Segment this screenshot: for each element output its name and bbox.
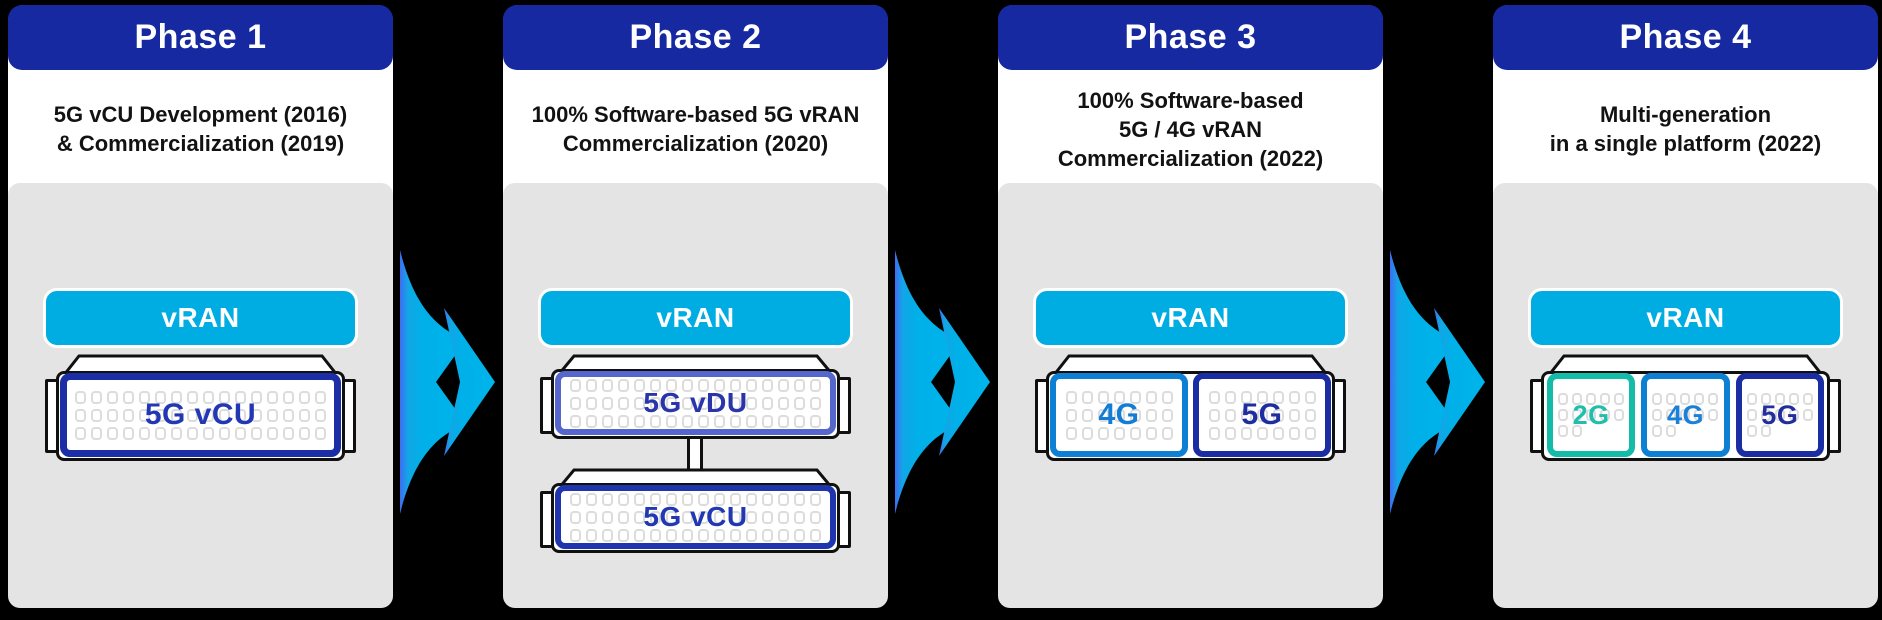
vran-label: vRAN [656,302,735,333]
server-module-5g: 5G [1735,373,1824,457]
module-label: 4G [1666,399,1704,430]
server-chassis-vdu: 5G vDU [533,353,858,445]
vent-pattern [1056,379,1182,451]
vent-pattern [1742,379,1818,451]
phase-title: Phase 3 [1124,18,1257,56]
phase-4-card: Phase 4 Multi-generation in a single pla… [1493,5,1878,608]
description-line: Multi-generation [1599,102,1772,127]
vran-label: vRAN [161,302,240,333]
vran-badge: vRAN [1528,288,1843,348]
phase-4-description: Multi-generation in a single platform (2… [1493,70,1878,188]
flow-arrow-icon [895,250,990,514]
server-module: 5G vCU [60,373,341,457]
vran-label: vRAN [1646,302,1725,333]
phase-4-header: Phase 4 [1493,5,1878,70]
server-module-4g: 4G [1050,373,1188,457]
module-label: 4G [1098,398,1140,431]
phase-1-header: Phase 1 [8,5,393,70]
server-chassis: 5G vCU [38,353,363,465]
server-chassis-vcu: 5G vCU [533,467,858,559]
server-module: 5G vCU [555,485,836,549]
module-label: 5G [1241,398,1283,431]
vent-pattern [1199,379,1325,451]
vent-pattern [67,380,334,450]
server-module: 5G vDU [555,371,836,435]
phase-2-description: 100% Software-based 5G vRAN Commercializ… [503,70,888,188]
phase-title: Phase 2 [629,18,762,56]
vran-badge: vRAN [1033,288,1348,348]
phase-3-description: 100% Software-based 5G / 4G vRAN Commerc… [998,70,1383,188]
flow-arrow-icon [1390,250,1485,514]
module-label: 5G vCU [643,501,748,532]
vent-pattern [561,491,830,543]
phase-3-card: Phase 3 100% Software-based 5G / 4G vRAN… [998,5,1383,608]
server-module-5g: 5G [1193,373,1331,457]
server-chassis: 4G 5G [1028,353,1353,465]
phase-1-card: Phase 1 5G vCU Development (2016) & Comm… [8,5,393,608]
vent-pattern [1647,379,1723,451]
description-line: 5G / 4G vRAN [1118,116,1263,142]
phase-2-header: Phase 2 [503,5,888,70]
module-label: 5G [1761,399,1799,430]
vent-pattern [1553,379,1629,451]
description-line: 5G vCU Development (2016) [53,102,348,127]
description-line: & Commercialization (2019) [56,131,345,156]
description-line: Commercialization (2020) [562,131,829,156]
server-chassis: 2G 4G 5G [1523,353,1848,465]
description-line: 100% Software-based [1077,87,1304,113]
description-line: 100% Software-based 5G vRAN [531,102,860,127]
phase-title: Phase 1 [134,18,267,56]
server-module-2g: 2G [1547,373,1636,457]
phase-3-header: Phase 3 [998,5,1383,70]
phase-1-description: 5G vCU Development (2016) & Commercializ… [8,70,393,188]
module-label: 2G [1572,399,1610,430]
description-line: in a single platform (2022) [1549,131,1822,156]
flow-arrow-icon [400,250,495,514]
description-line: Commercialization (2022) [1057,145,1324,171]
vran-badge: vRAN [538,288,853,348]
module-label: 5G vDU [643,387,748,418]
phase-2-card: Phase 2 100% Software-based 5G vRAN Comm… [503,5,888,608]
vent-pattern [561,377,830,429]
phase-title: Phase 4 [1619,18,1752,56]
vran-badge: vRAN [43,288,358,348]
server-module-4g: 4G [1641,373,1730,457]
module-label: 5G vCU [144,398,257,431]
vran-label: vRAN [1151,302,1230,333]
